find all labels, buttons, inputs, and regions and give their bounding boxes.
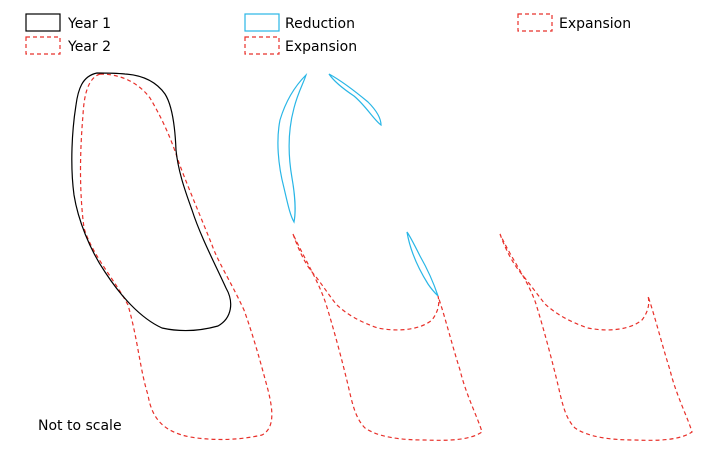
legend-swatch-reduction: [244, 13, 280, 32]
legend-swatch-year2: [25, 36, 61, 55]
legend-label-year2: Year 2: [67, 39, 111, 55]
not-to-scale-note: Not to scale: [38, 418, 122, 434]
expansion-area: [292, 233, 483, 441]
legend-label-expansion-2: Expansion: [559, 16, 631, 32]
legend-group-change: Reduction Expansion: [244, 13, 357, 55]
legend-swatch-expansion-2: [517, 13, 553, 32]
legend-swatch-expansion: [244, 36, 280, 55]
legend-label-reduction: Reduction: [285, 16, 355, 32]
legend-group-expansion-only: Expansion: [517, 13, 631, 32]
reduction-area-lower: [406, 231, 439, 297]
year2-outline: [79, 73, 273, 441]
expansion-area-2: [499, 233, 693, 441]
year1-outline: [71, 72, 232, 332]
reduction-area-left: [277, 72, 308, 224]
legend-label-year1: Year 1: [67, 16, 111, 32]
legend-label-expansion: Expansion: [285, 39, 357, 55]
legend-group-year: Year 1 Year 2: [25, 13, 111, 55]
reduction-area-top: [328, 73, 382, 127]
panel-reduction-expansion: [277, 72, 483, 441]
panel-year-comparison: [71, 72, 273, 441]
panel-expansion: [499, 233, 693, 441]
legend-swatch-year1: [25, 13, 61, 32]
